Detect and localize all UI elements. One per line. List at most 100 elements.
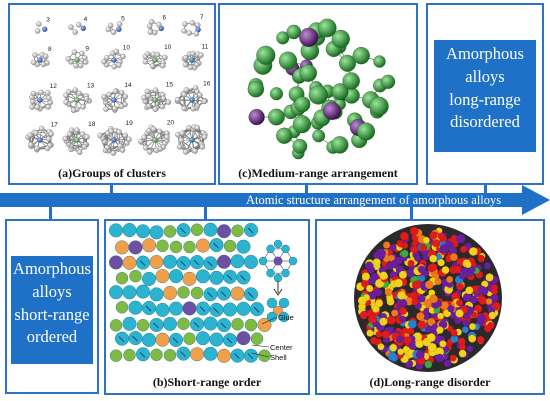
atom — [209, 302, 224, 317]
atom — [209, 270, 224, 285]
label-glue: Glue — [278, 313, 294, 322]
atom — [142, 332, 157, 347]
medium-range-atoms — [247, 18, 396, 160]
label-shell: Shell — [270, 353, 287, 362]
long-range-disorder-disc — [354, 224, 502, 372]
atom — [169, 269, 184, 284]
atom — [115, 272, 129, 285]
caption-a: (a)Groups of clusters — [58, 166, 166, 180]
cluster: 7 — [181, 14, 204, 37]
atom — [243, 254, 258, 269]
atom — [109, 319, 123, 332]
caption-d: (d)Long-range disorder — [369, 375, 491, 389]
atom — [128, 300, 143, 315]
cluster-number: 8 — [48, 46, 52, 53]
cluster: 20 — [137, 120, 175, 155]
atom — [114, 331, 130, 346]
atom — [269, 87, 283, 101]
atom — [156, 239, 169, 253]
atom — [322, 101, 341, 120]
cluster-number: 15 — [166, 81, 174, 88]
cluster-number: 19 — [125, 120, 133, 127]
atom — [236, 331, 251, 346]
connector-a — [110, 183, 113, 195]
cluster: 6 — [146, 15, 166, 36]
atom — [222, 269, 237, 284]
atom — [142, 300, 157, 315]
atom — [108, 223, 124, 238]
atom — [209, 332, 224, 347]
atom — [216, 318, 231, 333]
atom — [230, 348, 245, 363]
atom — [342, 72, 360, 90]
atom — [203, 287, 218, 302]
atom — [216, 348, 231, 363]
atom — [236, 301, 251, 316]
cluster-number: 17 — [51, 121, 59, 128]
panel-medium-range: (c)Medium-range arrangement — [218, 3, 418, 185]
atom — [129, 269, 142, 283]
atom — [292, 138, 308, 154]
atom — [195, 331, 210, 346]
cluster: 9 — [65, 45, 89, 69]
atom — [136, 224, 151, 239]
atom — [142, 271, 157, 286]
atom — [189, 347, 204, 362]
atom — [236, 270, 251, 285]
connector-d — [410, 206, 413, 220]
atom — [216, 254, 231, 269]
atom — [155, 332, 170, 347]
cluster-number: 16 — [203, 81, 211, 88]
short-range-line-4: ordered — [26, 327, 78, 347]
atom — [243, 287, 258, 302]
atom — [248, 108, 265, 126]
atom — [231, 224, 244, 237]
atom — [230, 286, 245, 301]
cluster: 18 — [62, 121, 96, 155]
atom — [136, 284, 151, 299]
atom — [243, 348, 258, 363]
cluster: 12 — [29, 83, 57, 112]
atom — [203, 256, 218, 271]
atom — [128, 331, 143, 346]
cluster: 4 — [68, 16, 88, 35]
long-range-box: Amorphous alloys long-range disordered — [434, 40, 536, 152]
cluster-number: 5 — [121, 15, 125, 22]
atom — [299, 27, 319, 47]
atom — [278, 51, 298, 70]
atom — [149, 317, 164, 332]
cluster-number: 14 — [124, 82, 132, 89]
atom — [203, 222, 218, 237]
atom — [136, 255, 151, 270]
caption-b: (b)Short-range order — [152, 375, 262, 389]
atom — [109, 349, 123, 362]
cluster: 17 — [25, 121, 59, 153]
cluster-number: 20 — [167, 120, 175, 127]
atom — [189, 255, 204, 270]
atom — [177, 317, 190, 330]
atom — [176, 223, 191, 238]
atom — [247, 81, 265, 98]
cluster-number: 6 — [162, 15, 166, 22]
atom — [122, 285, 137, 300]
long-range-line-1: Amorphous — [446, 44, 524, 63]
atom — [244, 318, 258, 332]
atom — [123, 348, 136, 362]
atom — [176, 256, 191, 271]
cluster-number: 9 — [85, 45, 89, 52]
atom — [231, 318, 244, 331]
atom — [149, 255, 164, 270]
cluster-number: 3 — [46, 17, 50, 24]
timeline-label: Atomic structure arrangement of amorphou… — [246, 193, 502, 207]
atom — [122, 255, 137, 270]
atom — [195, 301, 210, 316]
atom — [312, 129, 326, 143]
atom — [169, 301, 184, 316]
atom — [286, 24, 302, 40]
atom — [183, 332, 196, 345]
atom — [108, 285, 124, 300]
panel-long-range-frame: Amorphous alloys long-range disordered — [426, 3, 544, 185]
long-range-line-4: disordered — [450, 112, 520, 132]
atom — [236, 239, 251, 254]
atom — [381, 74, 396, 89]
